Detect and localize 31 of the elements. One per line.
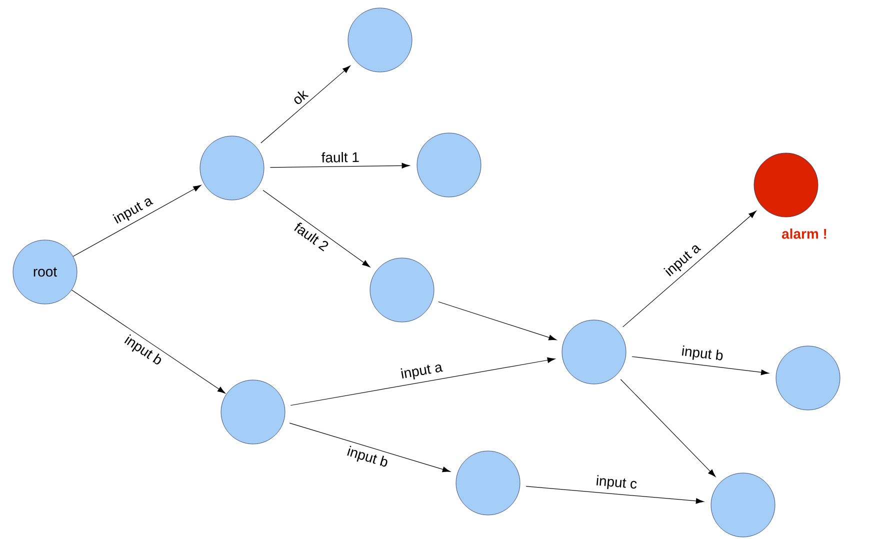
state-circle — [754, 152, 818, 218]
alarm-label: alarm ! — [782, 228, 826, 239]
arrow — [290, 357, 556, 406]
arrow — [72, 185, 202, 257]
state-circle — [710, 472, 776, 538]
state-circle — [562, 320, 626, 384]
arrow — [620, 379, 716, 477]
edge-label: fault 2 — [292, 220, 332, 254]
arrow — [289, 422, 450, 472]
edge-label: input a — [110, 193, 156, 228]
arrow — [262, 190, 370, 268]
edge-label: fault 1 — [320, 150, 361, 164]
arrow — [622, 210, 756, 328]
state-circle — [200, 136, 264, 200]
state-circle — [456, 450, 520, 516]
state-circle — [348, 8, 412, 72]
arrow — [71, 290, 226, 394]
state-circle — [416, 132, 482, 198]
arrow — [260, 66, 350, 144]
arrow — [438, 301, 557, 340]
arrow — [270, 162, 410, 168]
edge-label: input c — [594, 474, 639, 493]
state-circle — [220, 380, 286, 444]
state-circle — [370, 258, 434, 322]
edge-label: input b — [680, 344, 726, 364]
edge-label: input b — [344, 444, 391, 472]
edge-label: ok — [290, 86, 310, 108]
edge-label: input a — [398, 360, 445, 383]
state-circle — [776, 346, 840, 410]
arrow — [632, 356, 770, 376]
arrow — [526, 486, 704, 504]
